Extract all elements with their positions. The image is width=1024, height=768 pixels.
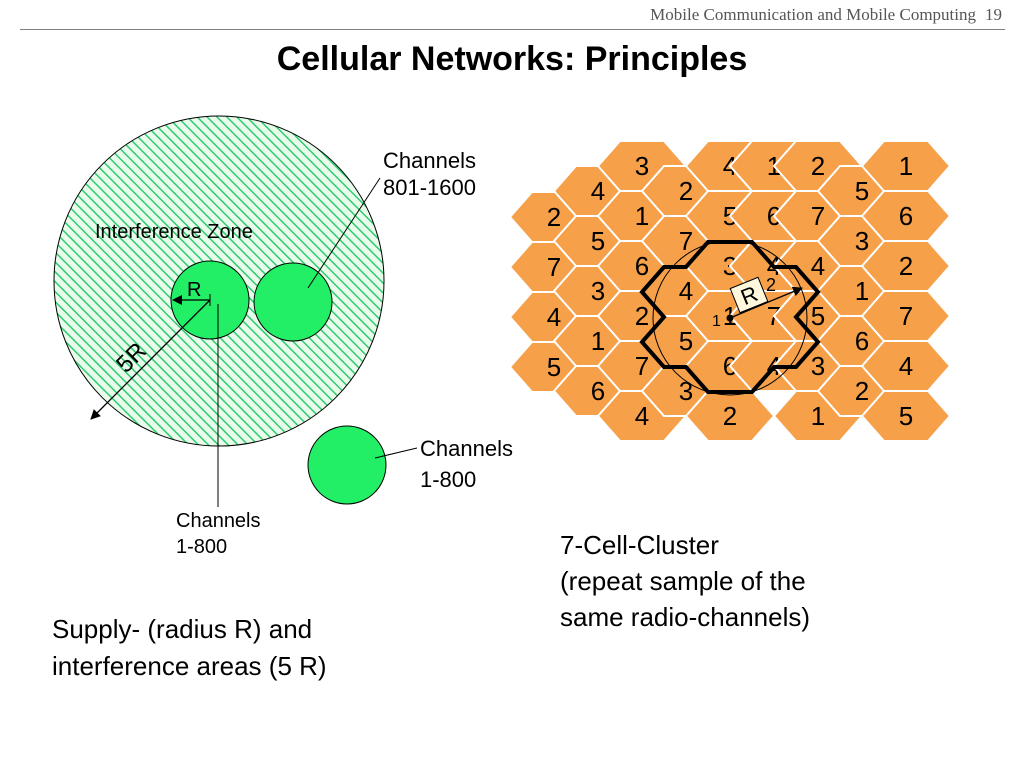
hex-cell-label: 4 <box>899 351 913 381</box>
hex-cell-label: 1 <box>899 151 913 181</box>
interference-radius-arrow <box>90 299 211 420</box>
hex-cell-label: 7 <box>679 226 693 256</box>
left-caption-line-1: Supply- (radius R) and <box>52 614 312 644</box>
hex-cell-label: 3 <box>811 351 825 381</box>
hex-cell-label: 6 <box>899 201 913 231</box>
supply-cell-outside <box>307 425 387 505</box>
radius-label: R <box>187 279 201 301</box>
hex-cell-label: 5 <box>591 226 605 256</box>
hex-cell-label: 3 <box>591 276 605 306</box>
channels-label-bottom-1: Channels <box>176 510 261 532</box>
hex-cell-label: 7 <box>899 301 913 331</box>
hex-grid: 2745453163162742745345316216474274531531… <box>508 140 952 442</box>
hex-cell-label: 2 <box>899 251 913 281</box>
hex-cell-label: 7 <box>811 201 825 231</box>
channels-label-bottom-2: 1-800 <box>176 536 227 558</box>
leader-line-top <box>307 177 381 289</box>
hex-cell-label: 2 <box>679 176 693 206</box>
hex-cell-label: 2 <box>855 376 869 406</box>
hex-cell-label: 2 <box>723 401 737 431</box>
hex-cell-label: 6 <box>591 376 605 406</box>
left-caption-line-2: interference areas (5 R) <box>52 651 327 681</box>
hex-cell-label: 7 <box>547 252 561 282</box>
hex-cell-label: 3 <box>635 151 649 181</box>
hex-cell-label: 4 <box>679 276 693 306</box>
header-rule <box>20 29 1005 30</box>
corner-label-2: 2 <box>766 275 776 295</box>
hex-cell-label: 3 <box>855 226 869 256</box>
cluster-diagram: 2745453163162742745345316216474274531531… <box>508 140 952 632</box>
hex-cell-label: 5 <box>899 401 913 431</box>
hex-cell-label: 1 <box>811 401 825 431</box>
hex-cell-label: 7 <box>635 351 649 381</box>
hex-cell-label: 6 <box>635 251 649 281</box>
channels-label-top-1: Channels <box>383 148 476 173</box>
page-number: 19 <box>985 5 1002 24</box>
hex-cell-label: 5 <box>811 301 825 331</box>
right-caption-line-1: 7-Cell-Cluster <box>560 530 719 560</box>
slide-title: Cellular Networks: Principles <box>276 40 748 78</box>
hex-cell-label: 2 <box>635 301 649 331</box>
hex-cell-label: 4 <box>635 401 649 431</box>
hex-cell-label: 3 <box>679 376 693 406</box>
hex-cell-label: 1 <box>591 326 605 356</box>
hex-cell-label: 5 <box>679 326 693 356</box>
hex-cell-label: 1 <box>635 201 649 231</box>
supply-cell-801-1600 <box>253 262 333 342</box>
hex-cell-label: 4 <box>591 176 605 206</box>
hex-cell-label: 5 <box>855 176 869 206</box>
cluster-outline <box>639 240 821 394</box>
hex-cell-label: 6 <box>855 326 869 356</box>
leader-line-right <box>374 447 418 459</box>
center-label-1: 1 <box>712 313 721 330</box>
hex-cell <box>860 390 952 442</box>
hex-cell-label: 2 <box>547 202 561 232</box>
hex-cell-label: 4 <box>547 302 561 332</box>
interference-zone-label: Interference Zone <box>95 221 253 243</box>
channels-label-right-1: Channels <box>420 436 513 461</box>
channels-label-top-2: 801-1600 <box>383 175 476 200</box>
cluster-center-dot <box>726 314 734 322</box>
hex-cell-label: 4 <box>811 251 825 281</box>
right-caption-line-3: same radio-channels) <box>560 602 810 632</box>
hex-cell-label: 5 <box>547 352 561 382</box>
right-caption-line-2: (repeat sample of the <box>560 566 806 596</box>
hex-cell-label: 2 <box>811 151 825 181</box>
reuse-distance-arrow <box>729 286 803 319</box>
hex-cell-label: 1 <box>855 276 869 306</box>
channels-label-right-2: 1-800 <box>420 467 476 492</box>
interference-diagram: Interference Zone R 5R Channels 801-1600… <box>52 115 513 681</box>
header-course: Mobile Communication and Mobile Computin… <box>650 5 976 24</box>
r-label-box <box>729 276 769 314</box>
